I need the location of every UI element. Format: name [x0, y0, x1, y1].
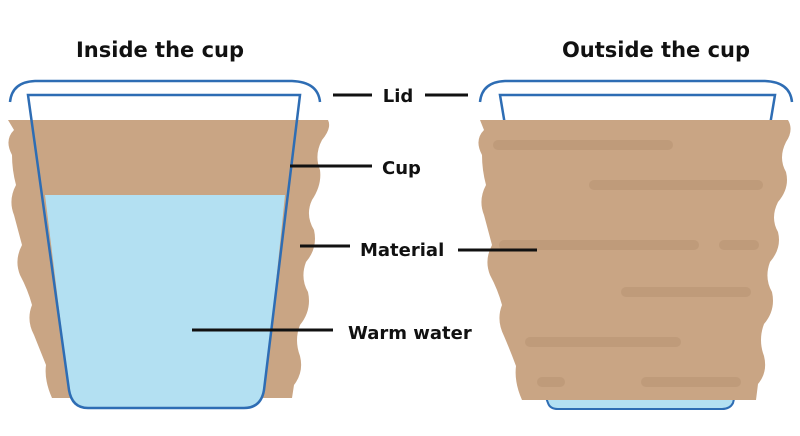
inside-cup [8, 79, 330, 410]
material-layer [478, 120, 791, 400]
label-lid: Lid [383, 86, 414, 107]
label-cup: Cup [382, 158, 421, 179]
outside-title: Outside the cup [562, 38, 750, 62]
label-material: Material [360, 240, 444, 261]
label-warm-water: Warm water [348, 323, 472, 344]
material-stripes [493, 140, 763, 387]
inside-title: Inside the cup [76, 38, 244, 62]
cup-outline [26, 93, 302, 410]
water [45, 195, 285, 408]
outside-cup [478, 79, 794, 410]
lid [478, 79, 794, 103]
lid [8, 79, 322, 103]
